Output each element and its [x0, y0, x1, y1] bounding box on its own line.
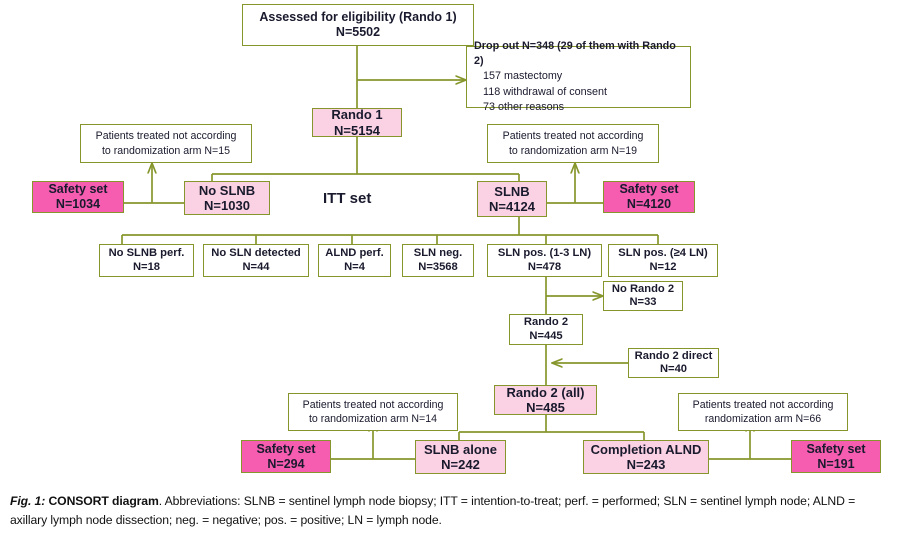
- node-line1: SLNB alone: [424, 441, 497, 457]
- node-line2: N=243: [626, 457, 666, 472]
- node-sln-neg: SLN neg. N=3568: [402, 244, 474, 277]
- note-line1: Patients treated not according: [95, 130, 237, 143]
- dropout-item-2: 118 withdrawal of consent: [483, 85, 608, 98]
- node-line2: N=485: [526, 400, 565, 415]
- note-not-according-right-bottom: Patients treated not according randomiza…: [678, 393, 848, 431]
- node-line1: Safety set: [806, 441, 866, 456]
- node-line1: No Rando 2: [611, 282, 675, 295]
- dropout-item-3: 73 other reasons: [483, 101, 565, 113]
- note-line2: to randomization arm N=14: [308, 413, 438, 425]
- node-line1: Rando 1: [331, 107, 383, 123]
- node-line1: Rando 2: [523, 316, 569, 329]
- node-line1: Assessed for eligibility (Rando 1): [259, 10, 457, 25]
- node-line1: Safety set: [619, 182, 679, 197]
- node-line1: SLNB: [494, 183, 530, 199]
- node-line1: No SLNB: [198, 182, 256, 198]
- node-line2: N=44: [242, 260, 270, 273]
- node-line1: Completion ALND: [590, 441, 702, 457]
- node-sln-pos-1-3-ln: SLN pos. (1-3 LN) N=478: [487, 244, 602, 277]
- note-line2: to randomization arm N=19: [508, 144, 638, 157]
- node-line1: SLN pos. (1-3 LN): [497, 247, 592, 260]
- node-rando-1: Rando 1 N=5154: [312, 107, 402, 138]
- node-line1: Rando 2 direct: [634, 349, 713, 362]
- node-line2: N=1034: [55, 197, 101, 211]
- note-not-according-right-top: Patients treated not according to random…: [487, 124, 659, 163]
- connector-lines: [121, 46, 791, 460]
- node-line2: N=1030: [204, 198, 250, 213]
- caption-body: . Abbreviations: SLNB = sentinel lymph n…: [10, 494, 856, 527]
- node-line2: N=445: [529, 329, 563, 342]
- node-rando-2-direct: Rando 2 direct N=40: [628, 348, 719, 378]
- node-line2: N=4120: [626, 197, 672, 211]
- node-no-sln-detected: No SLN detected N=44: [203, 244, 309, 277]
- note-line2: randomization arm N=66: [704, 413, 822, 425]
- node-line1: SLN pos. (≥4 LN): [618, 247, 708, 260]
- node-safety-set-191: Safety set N=191: [791, 440, 881, 473]
- caption-title: CONSORT diagram: [48, 494, 159, 508]
- node-assessed-for-eligibility: Assessed for eligibility (Rando 1) N=550…: [242, 4, 474, 46]
- node-slnb-alone: SLNB alone N=242: [415, 440, 506, 474]
- node-rando-2-all: Rando 2 (all) N=485: [494, 385, 597, 415]
- node-no-slnb-perf: No SLNB perf. N=18: [99, 244, 194, 277]
- node-line2: N=5154: [334, 122, 380, 138]
- node-safety-set-1034: Safety set N=1034: [32, 181, 124, 213]
- note-line1: Patients treated not according: [302, 398, 444, 411]
- node-rando-2: Rando 2 N=445: [509, 314, 583, 345]
- figure-caption: Fig. 1: CONSORT diagram. Abbreviations: …: [10, 492, 892, 529]
- node-line2: N=18: [132, 260, 161, 273]
- note-not-according-left-top: Patients treated not according to random…: [80, 124, 252, 163]
- node-no-rando-2: No Rando 2 N=33: [603, 281, 683, 311]
- node-line2: N=12: [649, 260, 677, 273]
- node-completion-alnd: Completion ALND N=243: [583, 440, 709, 474]
- note-line2: to randomization arm N=15: [101, 144, 231, 157]
- node-line1: No SLNB perf.: [108, 247, 185, 260]
- dropout-item-1: 157 mastectomy: [483, 70, 563, 83]
- node-line2: N=40: [659, 363, 688, 375]
- node-slnb: SLNB N=4124: [477, 181, 547, 217]
- note-line1: Patients treated not according: [692, 398, 834, 411]
- caption-fig-label: Fig. 1:: [10, 494, 46, 508]
- node-line2: N=5502: [335, 25, 381, 39]
- node-line1: SLN neg.: [413, 247, 463, 260]
- node-sln-pos-4-or-more-ln: SLN pos. (≥4 LN) N=12: [608, 244, 718, 277]
- node-line2: N=3568: [418, 260, 458, 273]
- node-line2: N=33: [629, 296, 657, 308]
- node-line1: ALND perf.: [325, 247, 384, 260]
- node-line1: Rando 2 (all): [506, 384, 585, 400]
- note-line1: Patients treated not according: [502, 130, 644, 143]
- label-itt-set: ITT set: [323, 190, 372, 207]
- consort-diagram: Assessed for eligibility (Rando 1) N=550…: [32, 4, 881, 474]
- node-safety-set-4120: Safety set N=4120: [603, 181, 695, 213]
- node-line2: N=4: [344, 260, 365, 273]
- node-line2: N=191: [817, 456, 855, 471]
- node-safety-set-294: Safety set N=294: [241, 440, 331, 473]
- node-line1: Safety set: [256, 441, 316, 456]
- dropout-heading: Drop out N=348 (29 of them with Rando 2): [474, 39, 676, 68]
- node-drop-out: Drop out N=348 (29 of them with Rando 2)…: [466, 40, 691, 113]
- node-line2: N=242: [441, 457, 480, 472]
- node-line2: N=4124: [489, 199, 535, 214]
- node-no-slnb: No SLNB N=1030: [184, 181, 270, 215]
- note-not-according-left-bottom: Patients treated not according to random…: [288, 393, 458, 431]
- node-line2: N=294: [267, 456, 305, 471]
- node-alnd-perf: ALND perf. N=4: [318, 244, 391, 277]
- node-line2: N=478: [527, 260, 562, 273]
- node-line1: No SLN detected: [211, 247, 301, 260]
- node-line1: Safety set: [48, 182, 108, 197]
